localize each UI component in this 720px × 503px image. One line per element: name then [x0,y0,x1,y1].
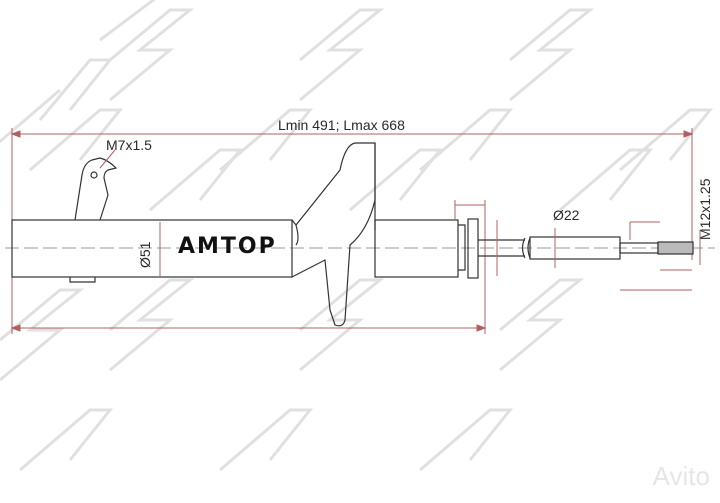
rod-dims [99,149,701,291]
overall-length-label: Lmin 491; Lmax 668 [278,117,405,133]
body-diameter-label: Ø51 [137,241,153,268]
rod-diameter-label: Ø22 [553,207,580,223]
shock-body [11,142,694,327]
rod-thread-label: M12x1.25 [697,178,713,240]
overall-length-dim [10,128,694,334]
avito-watermark: Avito [652,461,710,491]
sat-watermark-pattern [0,0,714,472]
brand-label: AMTOP [178,234,277,259]
top-thread-label: M7x1.5 [106,137,152,153]
